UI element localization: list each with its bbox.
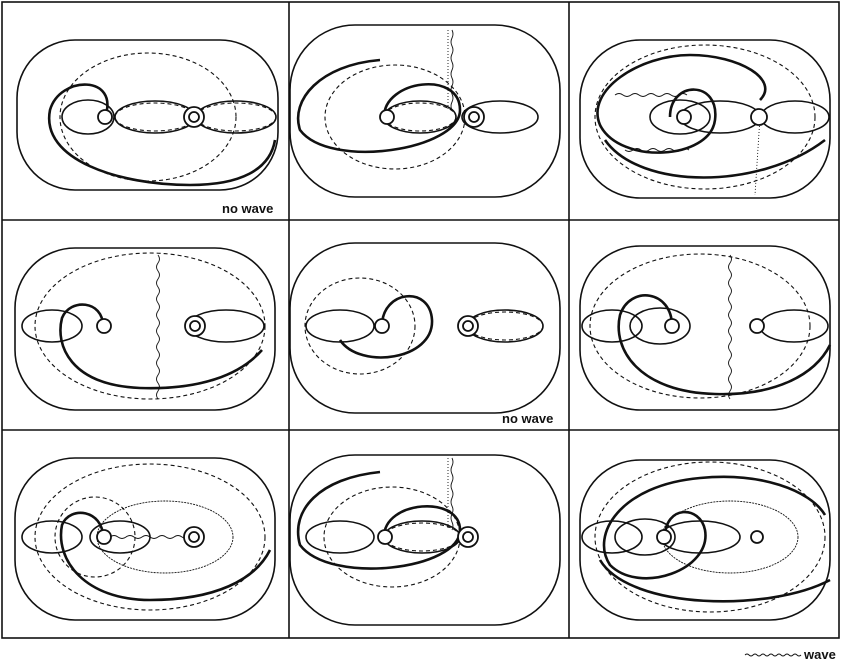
- panel-r3c2: [289, 454, 561, 626]
- panel-r2c2: no wave: [289, 242, 561, 426]
- grid-frame: [1, 1, 840, 639]
- no-wave-label: no wave: [222, 201, 273, 216]
- no-wave-label: no wave: [502, 411, 553, 426]
- legend-wave-label: wave: [803, 647, 836, 660]
- legend-wave-swatch: [744, 653, 802, 657]
- panel-r1c1: no wave: [16, 39, 279, 216]
- panel-r1c2: [289, 24, 561, 198]
- panel-r3c1: [14, 457, 276, 621]
- panel-r3c3: [579, 459, 831, 621]
- panel-r2c3: [579, 245, 832, 411]
- panel-r1c3: [579, 39, 831, 199]
- legend: wave: [744, 647, 836, 660]
- panel-r2c1: [14, 247, 276, 411]
